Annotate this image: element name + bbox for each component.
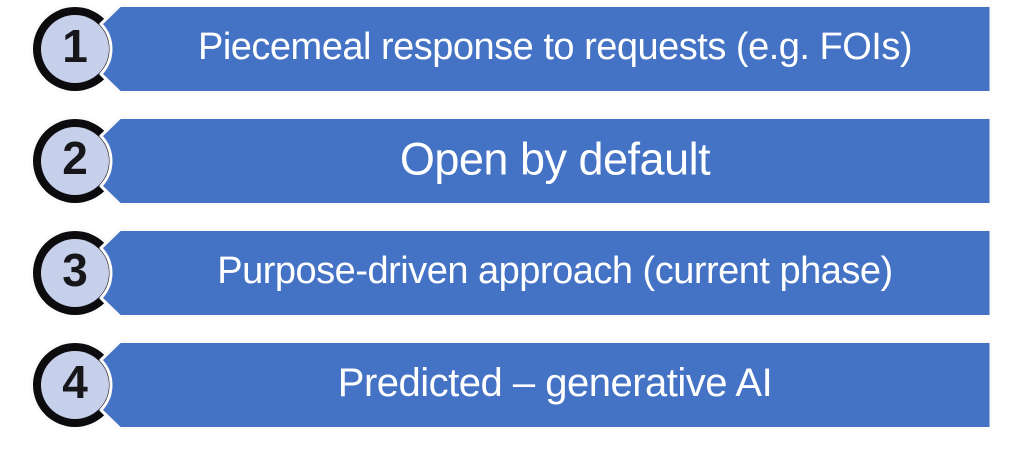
banner-shape xyxy=(99,116,993,206)
circle-fill xyxy=(41,127,109,195)
list-item: 2 Open by default xyxy=(29,115,993,207)
banner-shape xyxy=(99,340,993,430)
step-number: 2 xyxy=(62,132,88,184)
step-number: 3 xyxy=(62,244,88,296)
step-label: Open by default xyxy=(400,134,711,185)
circle-fill xyxy=(41,239,109,307)
step-number: 1 xyxy=(62,20,88,72)
banner-shape xyxy=(99,228,993,318)
banner-shape xyxy=(99,4,993,94)
circle-fill xyxy=(41,15,109,83)
step-label: Piecemeal response to requests (e.g. FOI… xyxy=(198,26,912,68)
list-item: 1 Piecemeal response to requests (e.g. F… xyxy=(29,3,993,95)
step-label: Purpose-driven approach (current phase) xyxy=(217,250,892,292)
step-label: Predicted – generative AI xyxy=(338,361,772,405)
step-number: 4 xyxy=(62,356,88,408)
circle-fill xyxy=(41,351,109,419)
list-item: 4 Predicted – generative AI xyxy=(29,339,993,431)
list-item: 3 Purpose-driven approach (current phase… xyxy=(29,227,993,319)
